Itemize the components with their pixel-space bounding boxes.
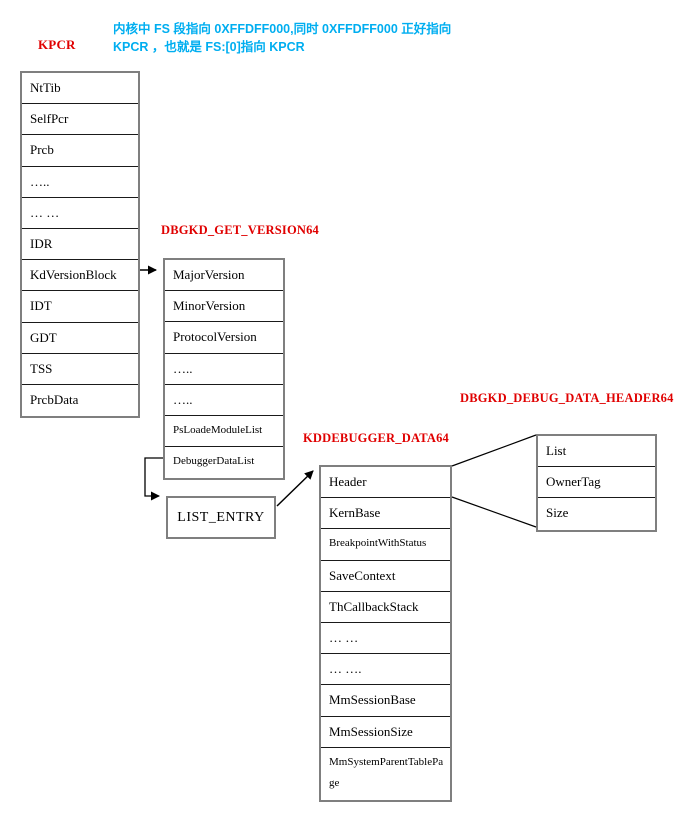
- kpcr-note: 内核中 FS 段指向 0XFFDFF000,同时 0XFFDFF000 正好指向…: [113, 20, 473, 56]
- kpcr-note-line2: KPCR ，也就是 FS:[0]指向 KPCR: [113, 40, 305, 54]
- table-row: Size: [538, 498, 655, 530]
- table-row: MmSystemParentTablePage: [321, 747, 450, 800]
- table-row: OwnerTag: [538, 467, 655, 499]
- table-row: NtTib: [22, 73, 138, 105]
- table-row: ThCallbackStack: [321, 591, 450, 623]
- table-row: … …: [22, 197, 138, 229]
- table-row: List: [538, 436, 655, 468]
- table-row: PrcbData: [22, 384, 138, 417]
- table-row: KernBase: [321, 498, 450, 530]
- kpcr-note-line1: 内核中 FS 段指向 0XFFDFF000,同时 0XFFDFF000 正好指向: [113, 22, 452, 36]
- table-row: GDT: [22, 322, 138, 354]
- arrow-debuggerdatalist-to-listentry: [144, 457, 163, 501]
- table-row: ProtocolVersion: [165, 322, 283, 354]
- table-row: MinorVersion: [165, 291, 283, 323]
- table-row: BreakpointWithStatus: [321, 529, 450, 561]
- table-row: …..: [165, 353, 283, 385]
- table-row: SelfPcr: [22, 104, 138, 136]
- table-row: KdVersionBlock: [22, 260, 138, 292]
- table-row: IDR: [22, 228, 138, 261]
- table-row: SaveContext: [321, 560, 450, 592]
- expansion-line-bottom: [451, 496, 537, 528]
- table-row: PsLoadeModuleList: [165, 415, 283, 448]
- version-table-title: DBGKD_GET_VERSION64: [161, 223, 319, 237]
- table-row: …..: [22, 166, 138, 198]
- header-table-title: DBGKD_DEBUG_DATA_HEADER64: [460, 391, 674, 405]
- table-row: MmSessionSize: [321, 716, 450, 748]
- table-row: IDT: [22, 291, 138, 323]
- expansion-line-top: [451, 434, 537, 467]
- list-entry-label: LIST_ENTRY: [177, 509, 265, 525]
- table-row: … …: [321, 622, 450, 655]
- table-row: DebuggerDataList: [165, 447, 283, 479]
- table-row: Header: [321, 467, 450, 499]
- table-row: …..: [165, 384, 283, 416]
- table-row: Prcb: [22, 135, 138, 167]
- list-entry-box: LIST_ENTRY: [166, 496, 276, 539]
- table-row: … ….: [321, 654, 450, 686]
- table-row: MajorVersion: [165, 260, 283, 292]
- debugger-table-title: KDDEBUGGER_DATA64: [303, 431, 450, 445]
- table-row: MmSessionBase: [321, 685, 450, 717]
- table-row: TSS: [22, 353, 138, 385]
- kpcr-title: KPCR: [38, 37, 76, 52]
